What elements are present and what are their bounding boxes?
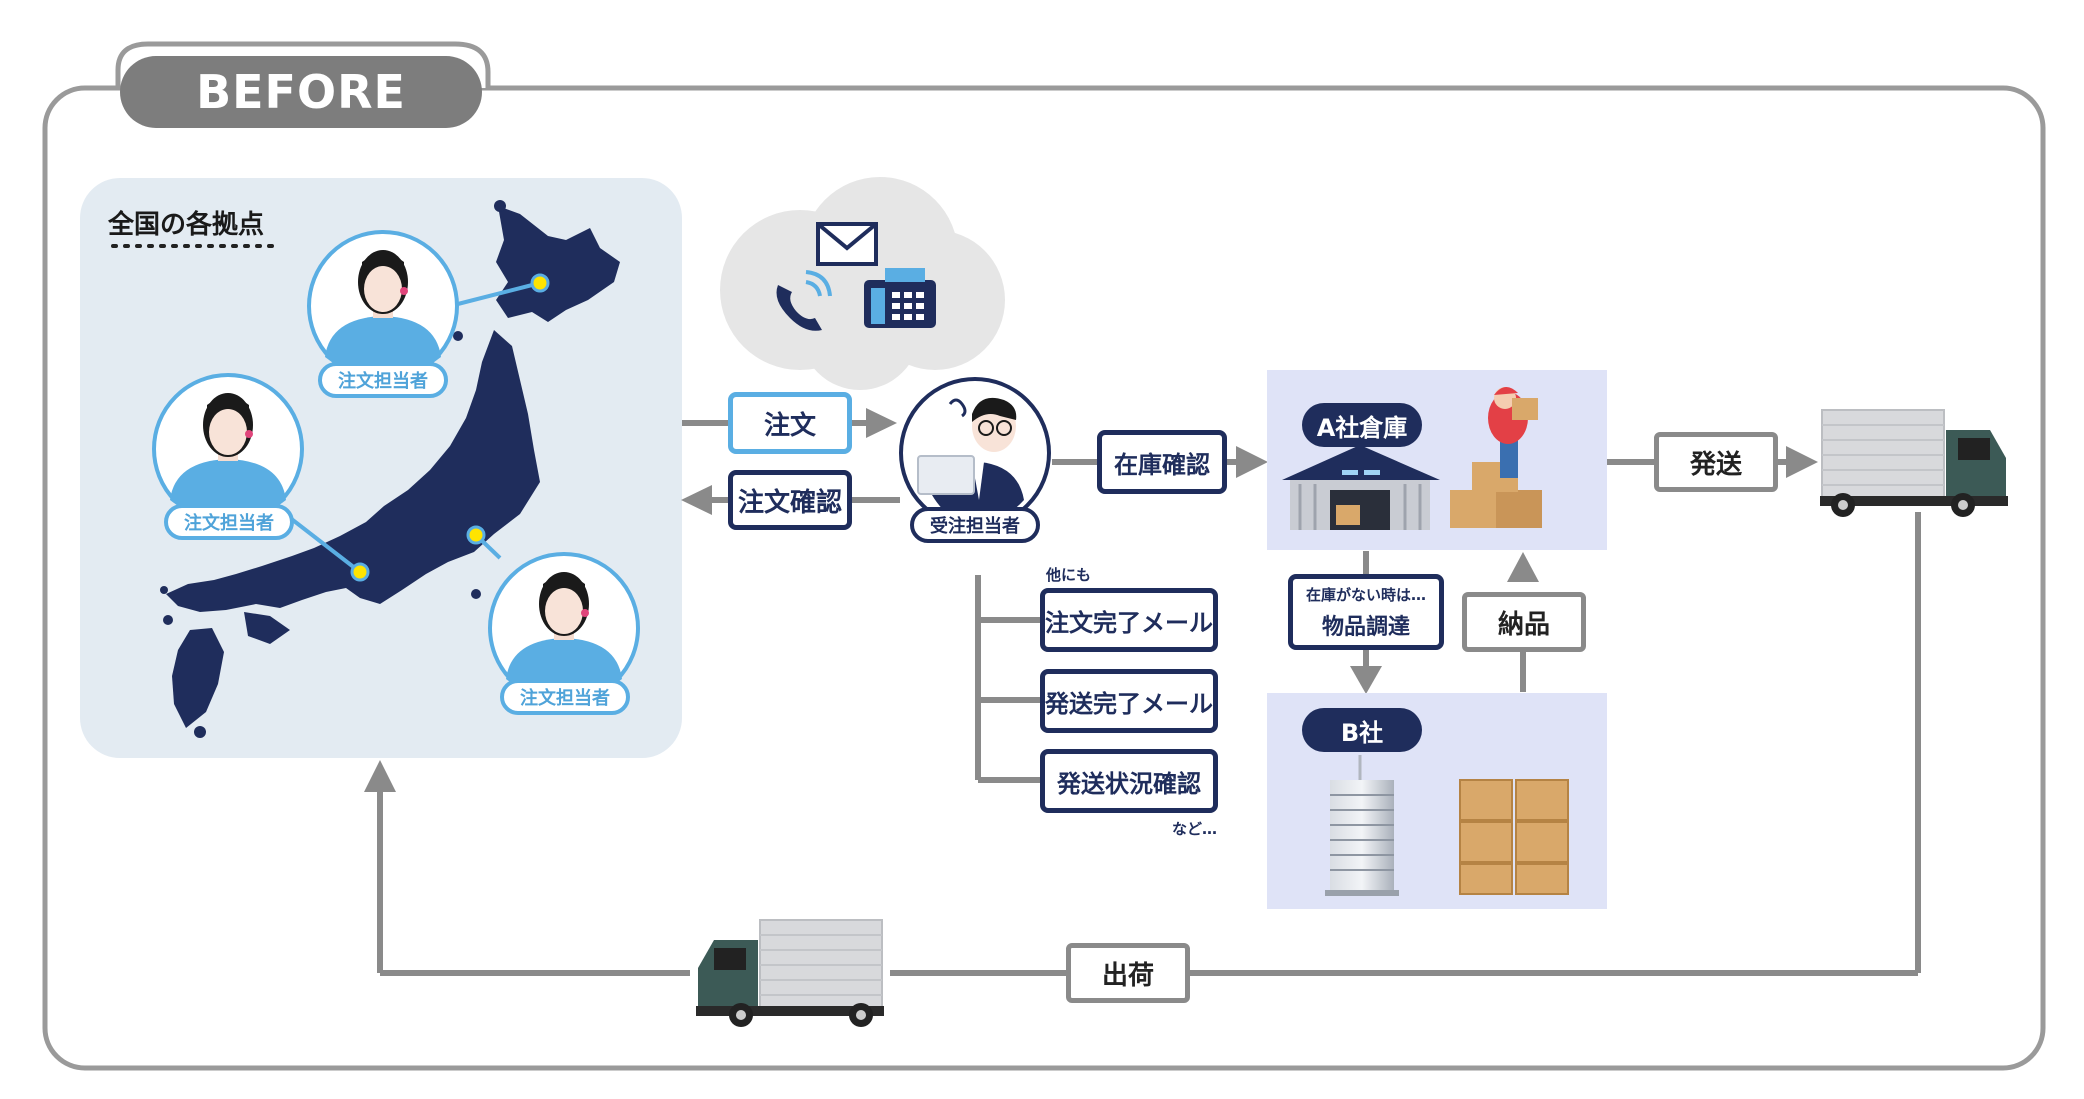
- procurement-label: 物品調達: [1321, 614, 1410, 640]
- before-tab: [120, 56, 482, 128]
- truck-bottom-icon: [696, 919, 884, 1027]
- location-dot-west: [350, 562, 370, 582]
- person-role-west: 注文担当者: [164, 504, 294, 540]
- location-dot-east: [466, 525, 486, 545]
- person-role-north: 注文担当者: [318, 362, 448, 398]
- task-shipping-status-check: 発送状況確認: [1040, 749, 1218, 813]
- connector-west: [283, 512, 362, 574]
- ship-box: 発送: [1654, 432, 1778, 492]
- delivery-worker-icon: [1450, 386, 1542, 528]
- regions-title: 全国の各拠点: [108, 209, 265, 240]
- location-dot-north: [530, 273, 550, 293]
- fax-icon: [864, 268, 936, 328]
- mail-icon: [816, 222, 878, 266]
- person-west-avatar: [152, 373, 304, 525]
- phone-icon: [776, 270, 832, 331]
- procurement-note: 在庫がない時は…: [1305, 585, 1426, 604]
- company-b-label: B社: [1302, 708, 1422, 752]
- tasks-suffix: など…: [1172, 819, 1218, 838]
- task-shipping-complete-mail: 発送完了メール: [1040, 669, 1218, 733]
- building-icon: [1325, 755, 1399, 896]
- receiver-avatar: [899, 377, 1051, 529]
- order-box: 注文: [728, 392, 852, 454]
- receiver-role-pill: 受注担当者: [910, 507, 1040, 543]
- warehouse-a-label: A社倉庫: [1302, 403, 1422, 447]
- stock-check-box: 在庫確認: [1097, 430, 1227, 494]
- person-role-east: 注文担当者: [500, 679, 630, 715]
- before-tab-label: BEFORE: [196, 65, 406, 119]
- order-confirm-box: 注文確認: [728, 470, 852, 530]
- shipping-out-box: 出荷: [1066, 943, 1190, 1003]
- connector-north: [449, 281, 541, 308]
- tasks-prefix: 他にも: [1046, 565, 1092, 584]
- truck-right-icon: [1820, 409, 2008, 517]
- person-north-avatar: [307, 230, 459, 382]
- delivery-box: 納品: [1462, 592, 1586, 652]
- procurement-box: 在庫がない時は… 物品調達: [1288, 574, 1444, 650]
- boxes-stack-icon: [1459, 779, 1569, 895]
- warehouse-icon: [1282, 445, 1440, 530]
- task-order-complete-mail: 注文完了メール: [1040, 588, 1218, 652]
